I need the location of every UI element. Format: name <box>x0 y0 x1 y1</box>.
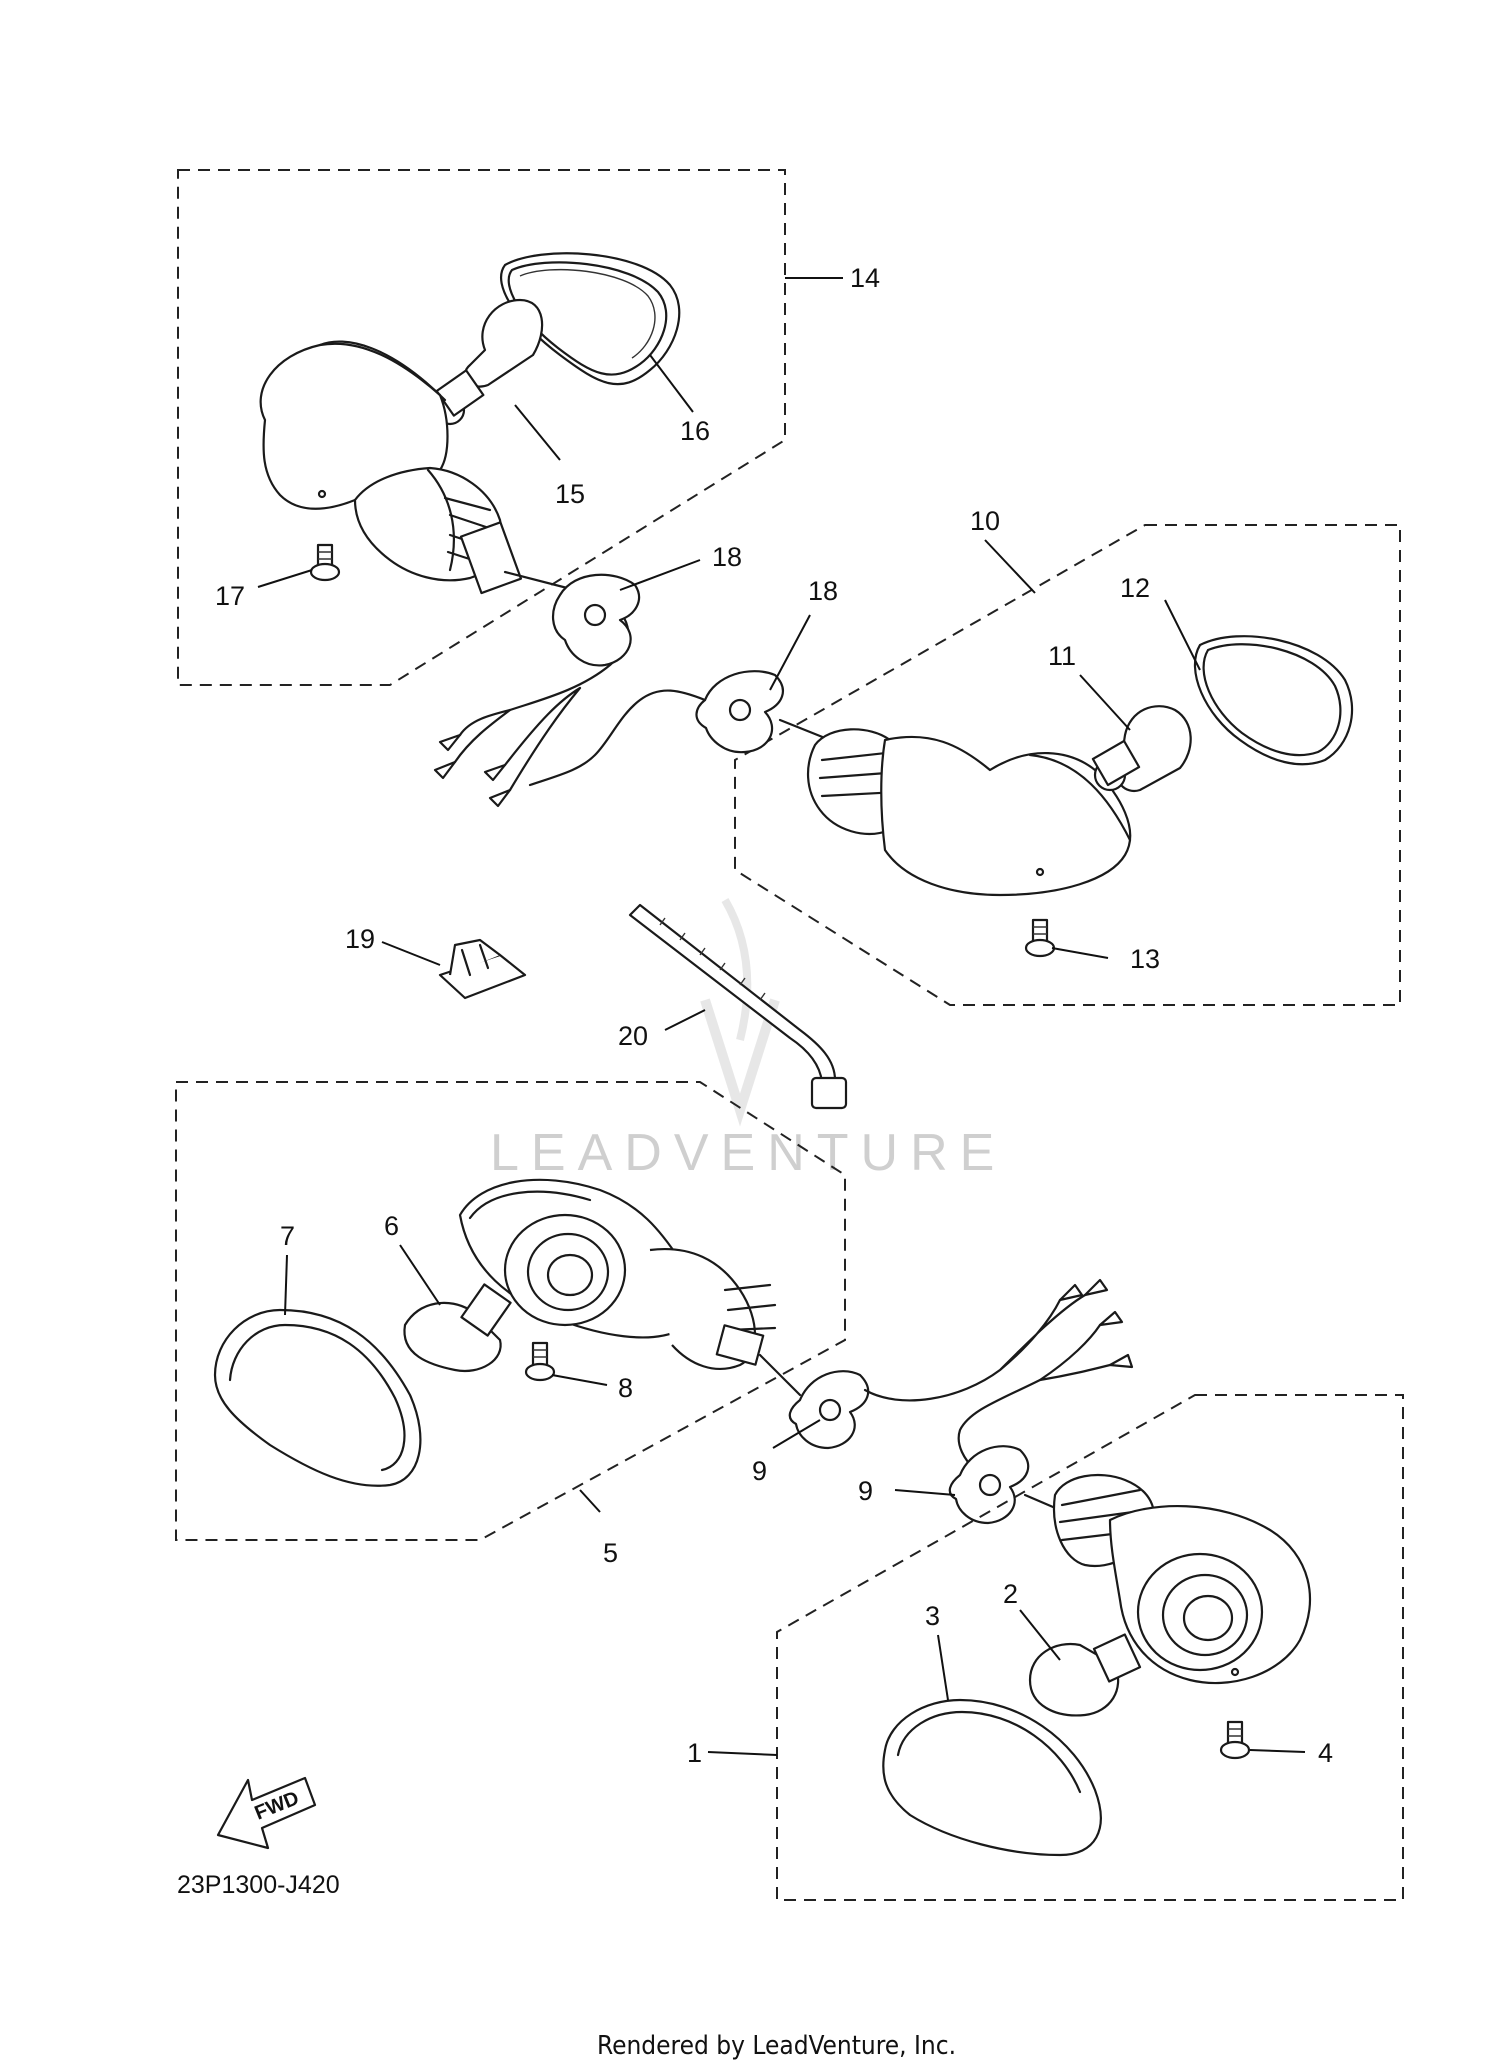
callout-19: 19 <box>345 924 375 954</box>
leader-lines <box>257 277 1306 1756</box>
lens-3[interactable] <box>882 1698 1102 1857</box>
callout-13: 13 <box>1130 944 1160 974</box>
clamp-19[interactable] <box>438 938 527 1000</box>
lens-16[interactable] <box>499 252 681 386</box>
callout-3: 3 <box>925 1601 940 1631</box>
callouts: 14 16 15 17 18 18 10 12 11 13 19 20 7 6 … <box>215 263 1333 1768</box>
assembly-1-boundary <box>776 1394 1404 1901</box>
assembly-10-boundary <box>734 524 1401 1006</box>
callout-18-left: 18 <box>712 542 742 572</box>
callout-17: 17 <box>215 581 245 611</box>
screw-13[interactable] <box>1024 918 1056 958</box>
callout-9-right: 9 <box>858 1476 873 1506</box>
callout-8: 8 <box>618 1373 633 1403</box>
callout-20: 20 <box>618 1021 648 1051</box>
watermark-text: LEADVENTURE <box>490 1124 1006 1182</box>
assembly-5-boundary <box>175 1081 846 1541</box>
wire-harness-5 <box>758 1278 1134 1472</box>
callout-9-left: 9 <box>752 1456 767 1486</box>
callout-6: 6 <box>384 1211 399 1241</box>
bulb-11[interactable] <box>1091 705 1192 793</box>
turn-signal-housing-5[interactable] <box>458 1178 777 1370</box>
grommet-9-left[interactable] <box>788 1370 870 1450</box>
callout-7: 7 <box>280 1221 295 1251</box>
callout-4: 4 <box>1318 1738 1333 1768</box>
screw-17[interactable] <box>309 543 341 582</box>
callout-14: 14 <box>850 263 880 293</box>
grommet-18-right[interactable] <box>695 670 784 754</box>
callout-2: 2 <box>1003 1579 1018 1609</box>
callout-18-right: 18 <box>808 576 838 606</box>
footer-credit: Rendered by LeadVenture, Inc. <box>597 2031 956 2061</box>
turn-signal-housing-10[interactable] <box>806 728 1132 897</box>
watermark: LEADVENTURE <box>490 897 1006 1182</box>
callout-16: 16 <box>680 416 710 446</box>
diagram-code: 23P1300-J420 <box>177 1871 340 1899</box>
bulb-2[interactable] <box>1028 1633 1142 1717</box>
callout-15: 15 <box>555 479 585 509</box>
assembly-14-boundary <box>177 169 786 686</box>
screw-8[interactable] <box>524 1341 556 1382</box>
callout-1: 1 <box>687 1738 702 1768</box>
turn-signal-housing-1[interactable] <box>1023 1473 1312 1685</box>
callout-5: 5 <box>603 1538 618 1568</box>
callout-11: 11 <box>1048 641 1076 671</box>
grommet-9-right[interactable] <box>948 1445 1030 1525</box>
watermark-logo-icon <box>700 897 780 1127</box>
callout-12: 12 <box>1120 573 1150 603</box>
cable-tie-20[interactable] <box>628 903 848 1110</box>
bulb-15[interactable] <box>434 298 544 426</box>
fwd-arrow-icon: FWD <box>216 1776 317 1850</box>
callout-10: 10 <box>970 506 1000 536</box>
lens-7[interactable] <box>213 1308 422 1487</box>
wire-harness-10 <box>528 689 832 787</box>
bulb-6[interactable] <box>403 1283 512 1373</box>
turn-signal-housing-14[interactable] <box>259 340 523 595</box>
grommet-18-left[interactable] <box>552 573 641 667</box>
screw-4[interactable] <box>1219 1720 1251 1760</box>
lens-12[interactable] <box>1193 635 1354 766</box>
